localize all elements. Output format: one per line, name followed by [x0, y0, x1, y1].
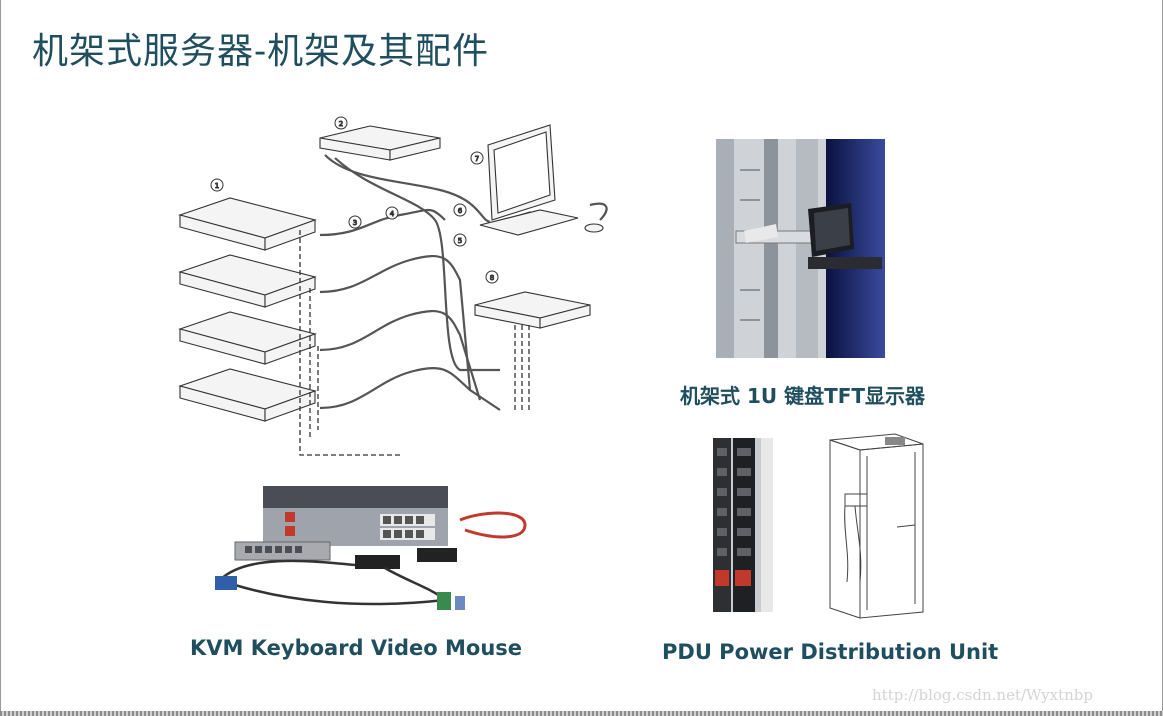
rack-server-1	[178, 197, 317, 251]
blog-watermark: http://blog.csdn.net/Wyxtnbp	[872, 686, 1093, 704]
rack-server-3	[178, 311, 317, 365]
slide-title: 机架式服务器-机架及其配件	[32, 31, 490, 72]
caption-pdu: PDU Power Distribution Unit	[662, 640, 999, 664]
callout-7: 7	[475, 155, 479, 163]
caption-tft-console: 机架式 1U 键盘TFT显示器	[680, 384, 926, 408]
caption-kvm: KVM Keyboard Video Mouse	[190, 636, 523, 660]
rack-server-2	[178, 254, 317, 308]
rack-server-4	[178, 368, 317, 422]
callout-5: 5	[458, 237, 462, 245]
kvm-hardware-photo	[215, 486, 527, 610]
callout-6: 6	[458, 207, 463, 215]
rack-cabinet-drawing	[829, 433, 924, 619]
pdu-strip-photo	[713, 438, 773, 612]
kvm-cabling-diagram: 1 2 3 4 5 6 7 8	[178, 116, 608, 456]
callout-4: 4	[390, 210, 395, 218]
callout-8: 8	[490, 274, 494, 282]
kvm-switch-top	[319, 125, 441, 161]
kvm-switch-bottom	[474, 291, 591, 329]
callout-3: 3	[353, 219, 357, 227]
rack-tft-console-photo	[716, 139, 885, 358]
bottom-divider	[0, 711, 1163, 716]
monitor	[487, 124, 556, 229]
keyboard	[479, 209, 579, 236]
callout-1: 1	[215, 182, 219, 190]
callout-2: 2	[339, 120, 343, 128]
mouse	[584, 223, 604, 233]
